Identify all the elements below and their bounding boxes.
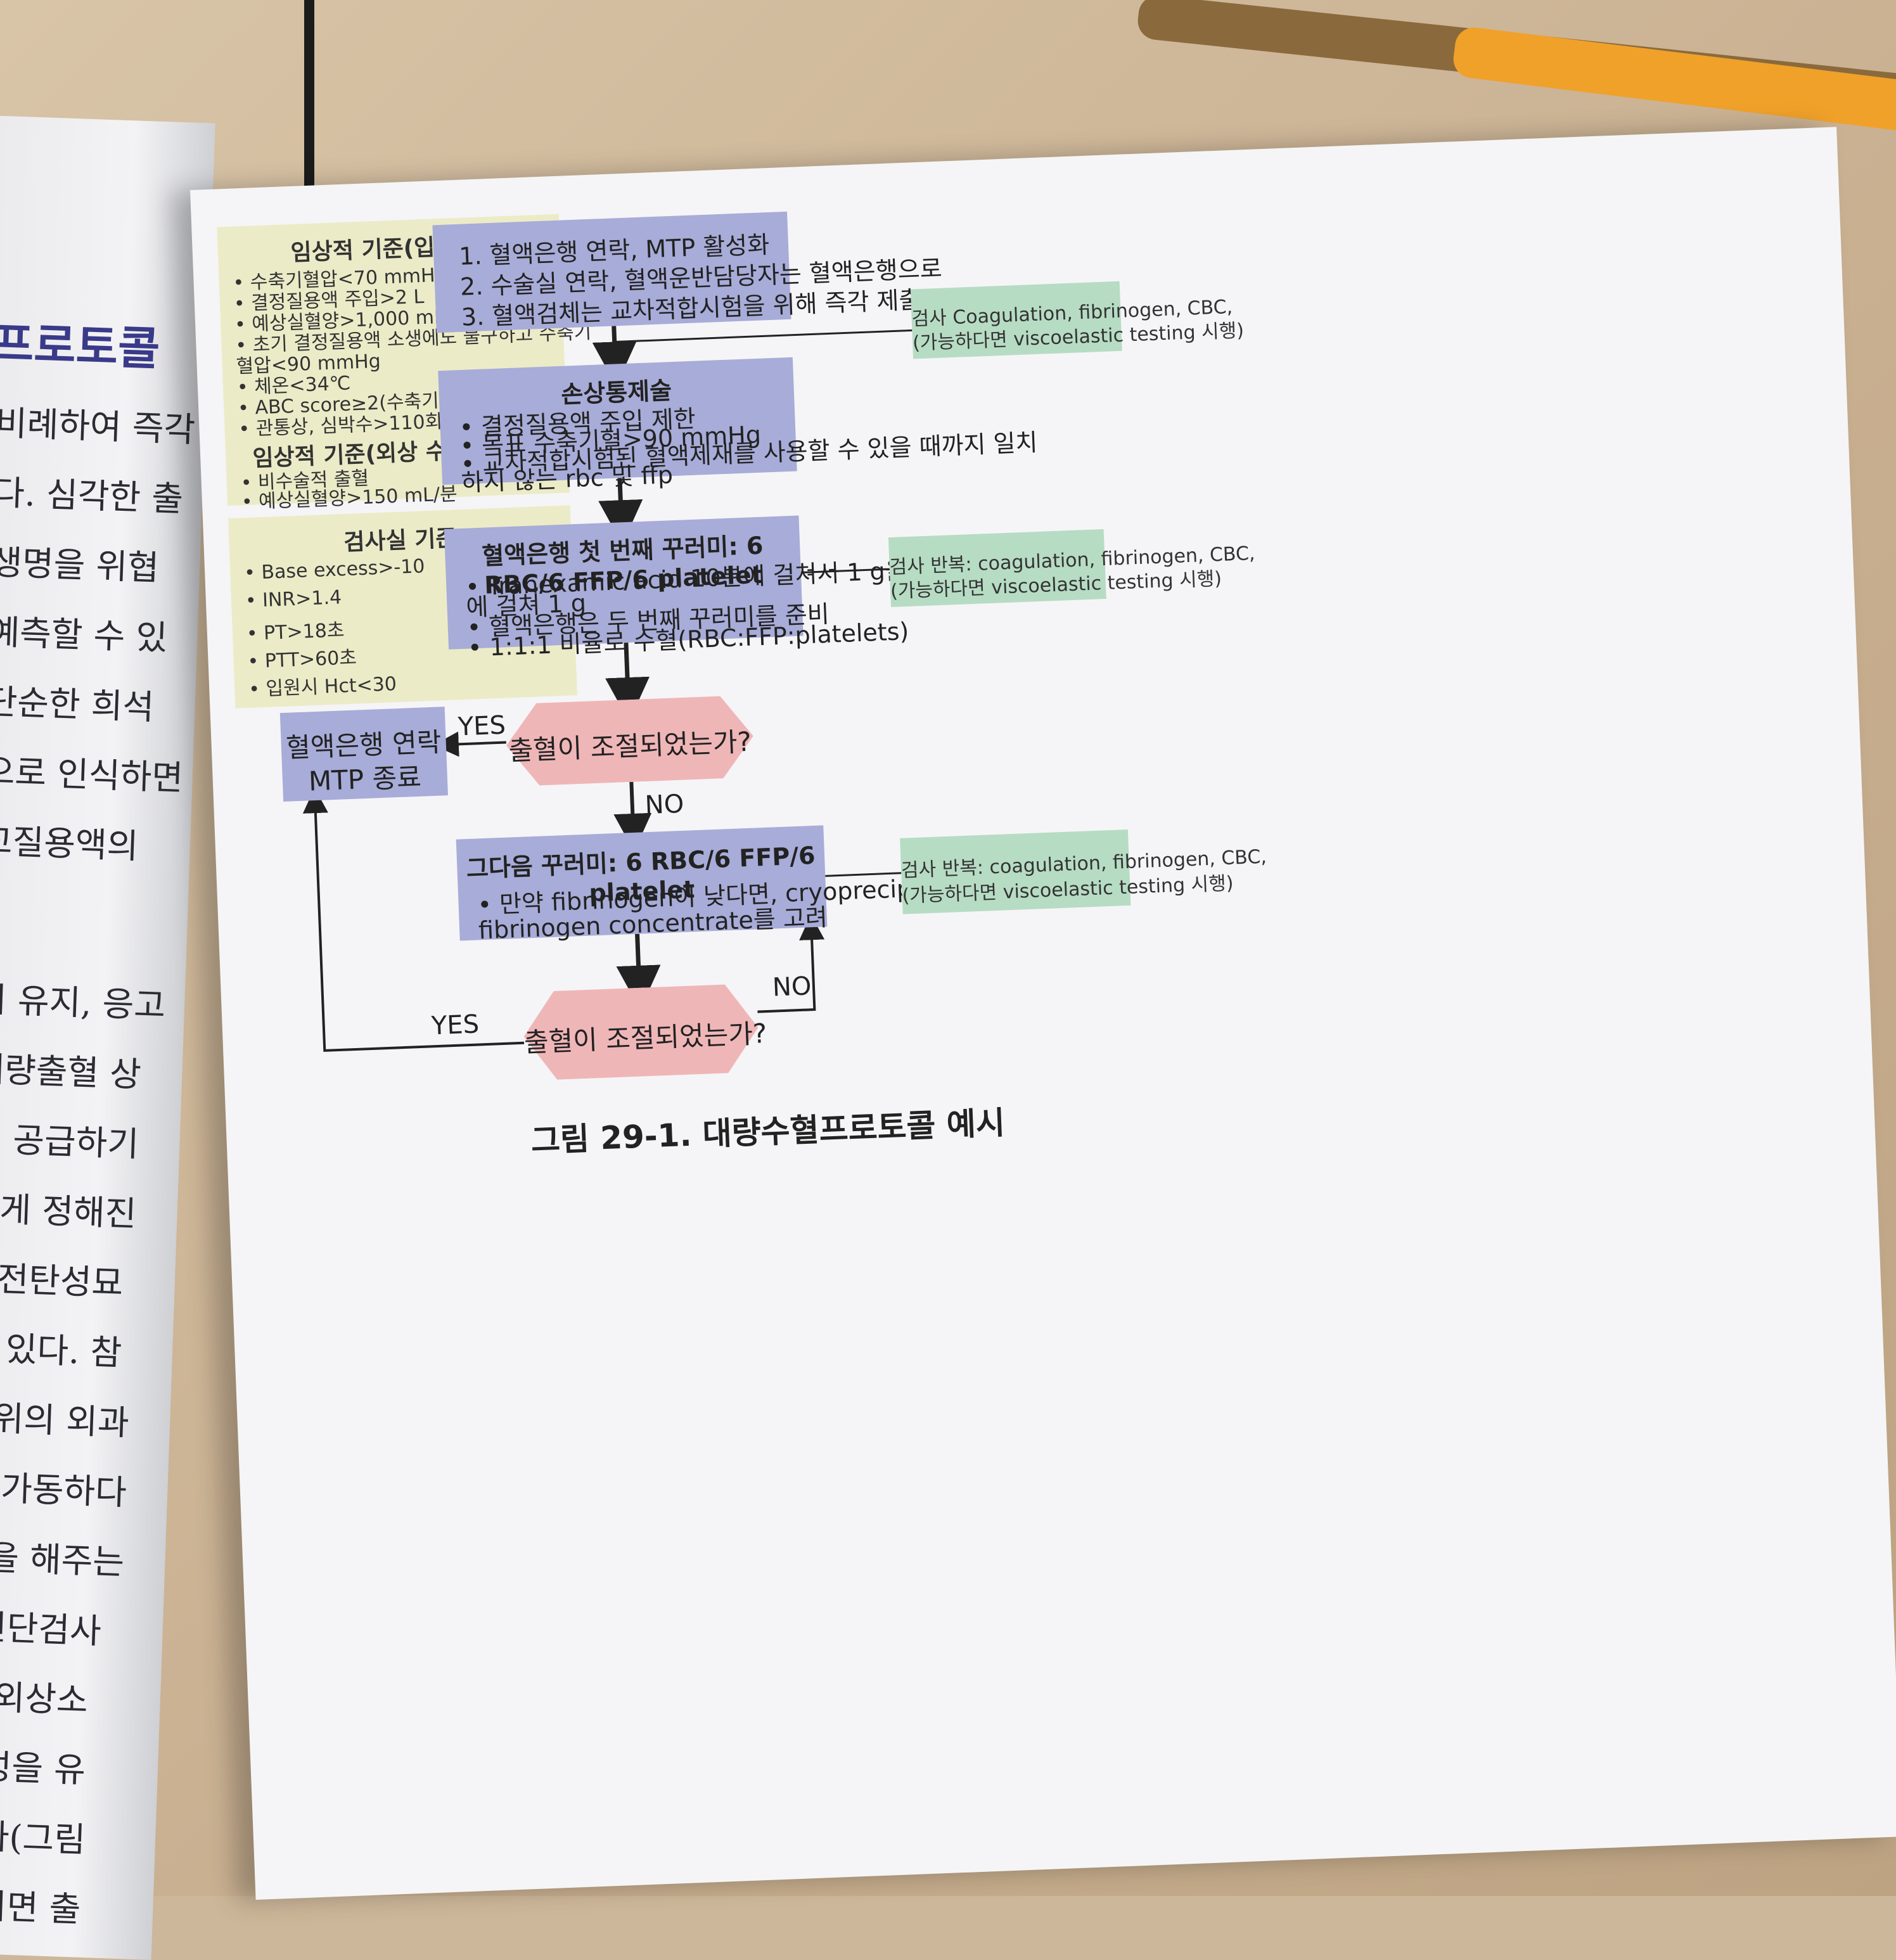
arrow-yes1 — [433, 731, 506, 757]
left-page-title: 프로토콜 — [0, 316, 161, 376]
flow-connectors — [302, 326, 913, 1052]
left-page-line-5: 단순한 희석 — [0, 681, 155, 727]
no-label-1: NO — [644, 789, 685, 821]
arrow-step4-decision2 — [616, 933, 661, 1010]
arrow-decision1-step4 — [613, 781, 652, 852]
left-page-line-4: 예측할 수 있 — [0, 612, 169, 658]
arrow-step1-step2 — [592, 326, 637, 387]
left-page-line-20: 있다(그림 — [0, 1815, 86, 1861]
left-page-line-6: 으로 인식하면 — [0, 751, 184, 798]
yes-label-2: YES — [431, 1009, 480, 1041]
left-page-line-12: 혈전탄성묘 — [0, 1258, 124, 1303]
left-page-line-16: 엄을 해주는 — [0, 1536, 125, 1583]
book-page: 임상적 기준(입원시) • 수축기혈압<70 mmHg• 결정질용액 주입>2 … — [190, 127, 1896, 1900]
decision-1: 출혈이 조절되었는가? — [505, 695, 755, 787]
step3-box: 혈액은행 첫 번째 꾸러미: 6 RBC/6 FFP/6 platelet • … — [444, 515, 1079, 662]
arrow-no2-loop — [757, 914, 825, 1013]
lab-note-3: 검사 반복: coagulation, fibrinogen, CBC, (가능… — [900, 829, 1267, 914]
left-page-line-18: 며 외상소 — [0, 1676, 89, 1721]
decision-2: 출혈이 조절되었는가? — [522, 983, 767, 1081]
left-page-line-14: 부위의 외과 — [0, 1397, 130, 1444]
decision-2-shape — [523, 984, 759, 1080]
lab-criteria-item-3: • PT>18초 — [246, 619, 345, 646]
left-page-line-19: 속성을 유 — [0, 1745, 86, 1791]
yes-label-1: YES — [457, 710, 506, 742]
lab-note-1: 검사 Coagulation, fibrinogen, CBC, (가능하다면 … — [910, 281, 1245, 359]
arrow-step3-decision1 — [605, 642, 650, 722]
arrow-step2-step3 — [598, 478, 643, 545]
left-page-line-17: , 진단검사 — [0, 1606, 102, 1651]
left-page-line-21: 여되면 출 — [0, 1885, 82, 1930]
left-page-line-9: 대량출혈 상 — [0, 1049, 142, 1095]
left-page-line-7: 교질용액의 — [0, 821, 139, 867]
lab-criteria-item-5: • 입원시 Hct<30 — [248, 673, 397, 701]
left-page-line-1: 비례하여 즉각 — [0, 402, 196, 450]
lab-note-2: 검사 반복: coagulation, fibrinogen, CBC, (가능… — [888, 529, 1255, 608]
mtp-end-line2: MTP 종료 — [308, 761, 422, 797]
connector-note1 — [614, 329, 913, 343]
connector-note3 — [825, 872, 902, 877]
no-label-2: NO — [772, 971, 812, 1002]
left-page-line-3: 생명을 위협 — [0, 542, 160, 588]
left-page-line-11: 크게 정해진 — [0, 1188, 138, 1234]
connector-note2 — [800, 568, 890, 573]
lab-criteria-item-2: • INR>1.4 — [245, 586, 342, 613]
left-page-line-10: 에 공급하기 — [0, 1118, 140, 1165]
mtp-end-box: 혈액은행 연락 MTP 종료 — [279, 707, 448, 802]
decision-1-shape — [506, 696, 753, 786]
step4-box: 그다음 꾸러미: 6 RBC/6 FFP/6 platelet • 만약 fib… — [456, 825, 1020, 944]
arrow-yes2 — [302, 788, 525, 1052]
lab-criteria-item-4: • PTT>60초 — [247, 646, 357, 674]
left-page-line-13: 이 있다. 참 — [0, 1328, 123, 1373]
step2-box: 손상통제술 • 결정질용액 주입 제한• 목표 수축기혈>90 mmHg• 교차… — [438, 357, 1038, 497]
left-page-line-15: 을 가동하다 — [0, 1467, 127, 1513]
left-page-line-8: 의 유지, 응고 — [0, 979, 167, 1026]
left-page-line-2: 다. 심각한 출 — [0, 472, 184, 520]
